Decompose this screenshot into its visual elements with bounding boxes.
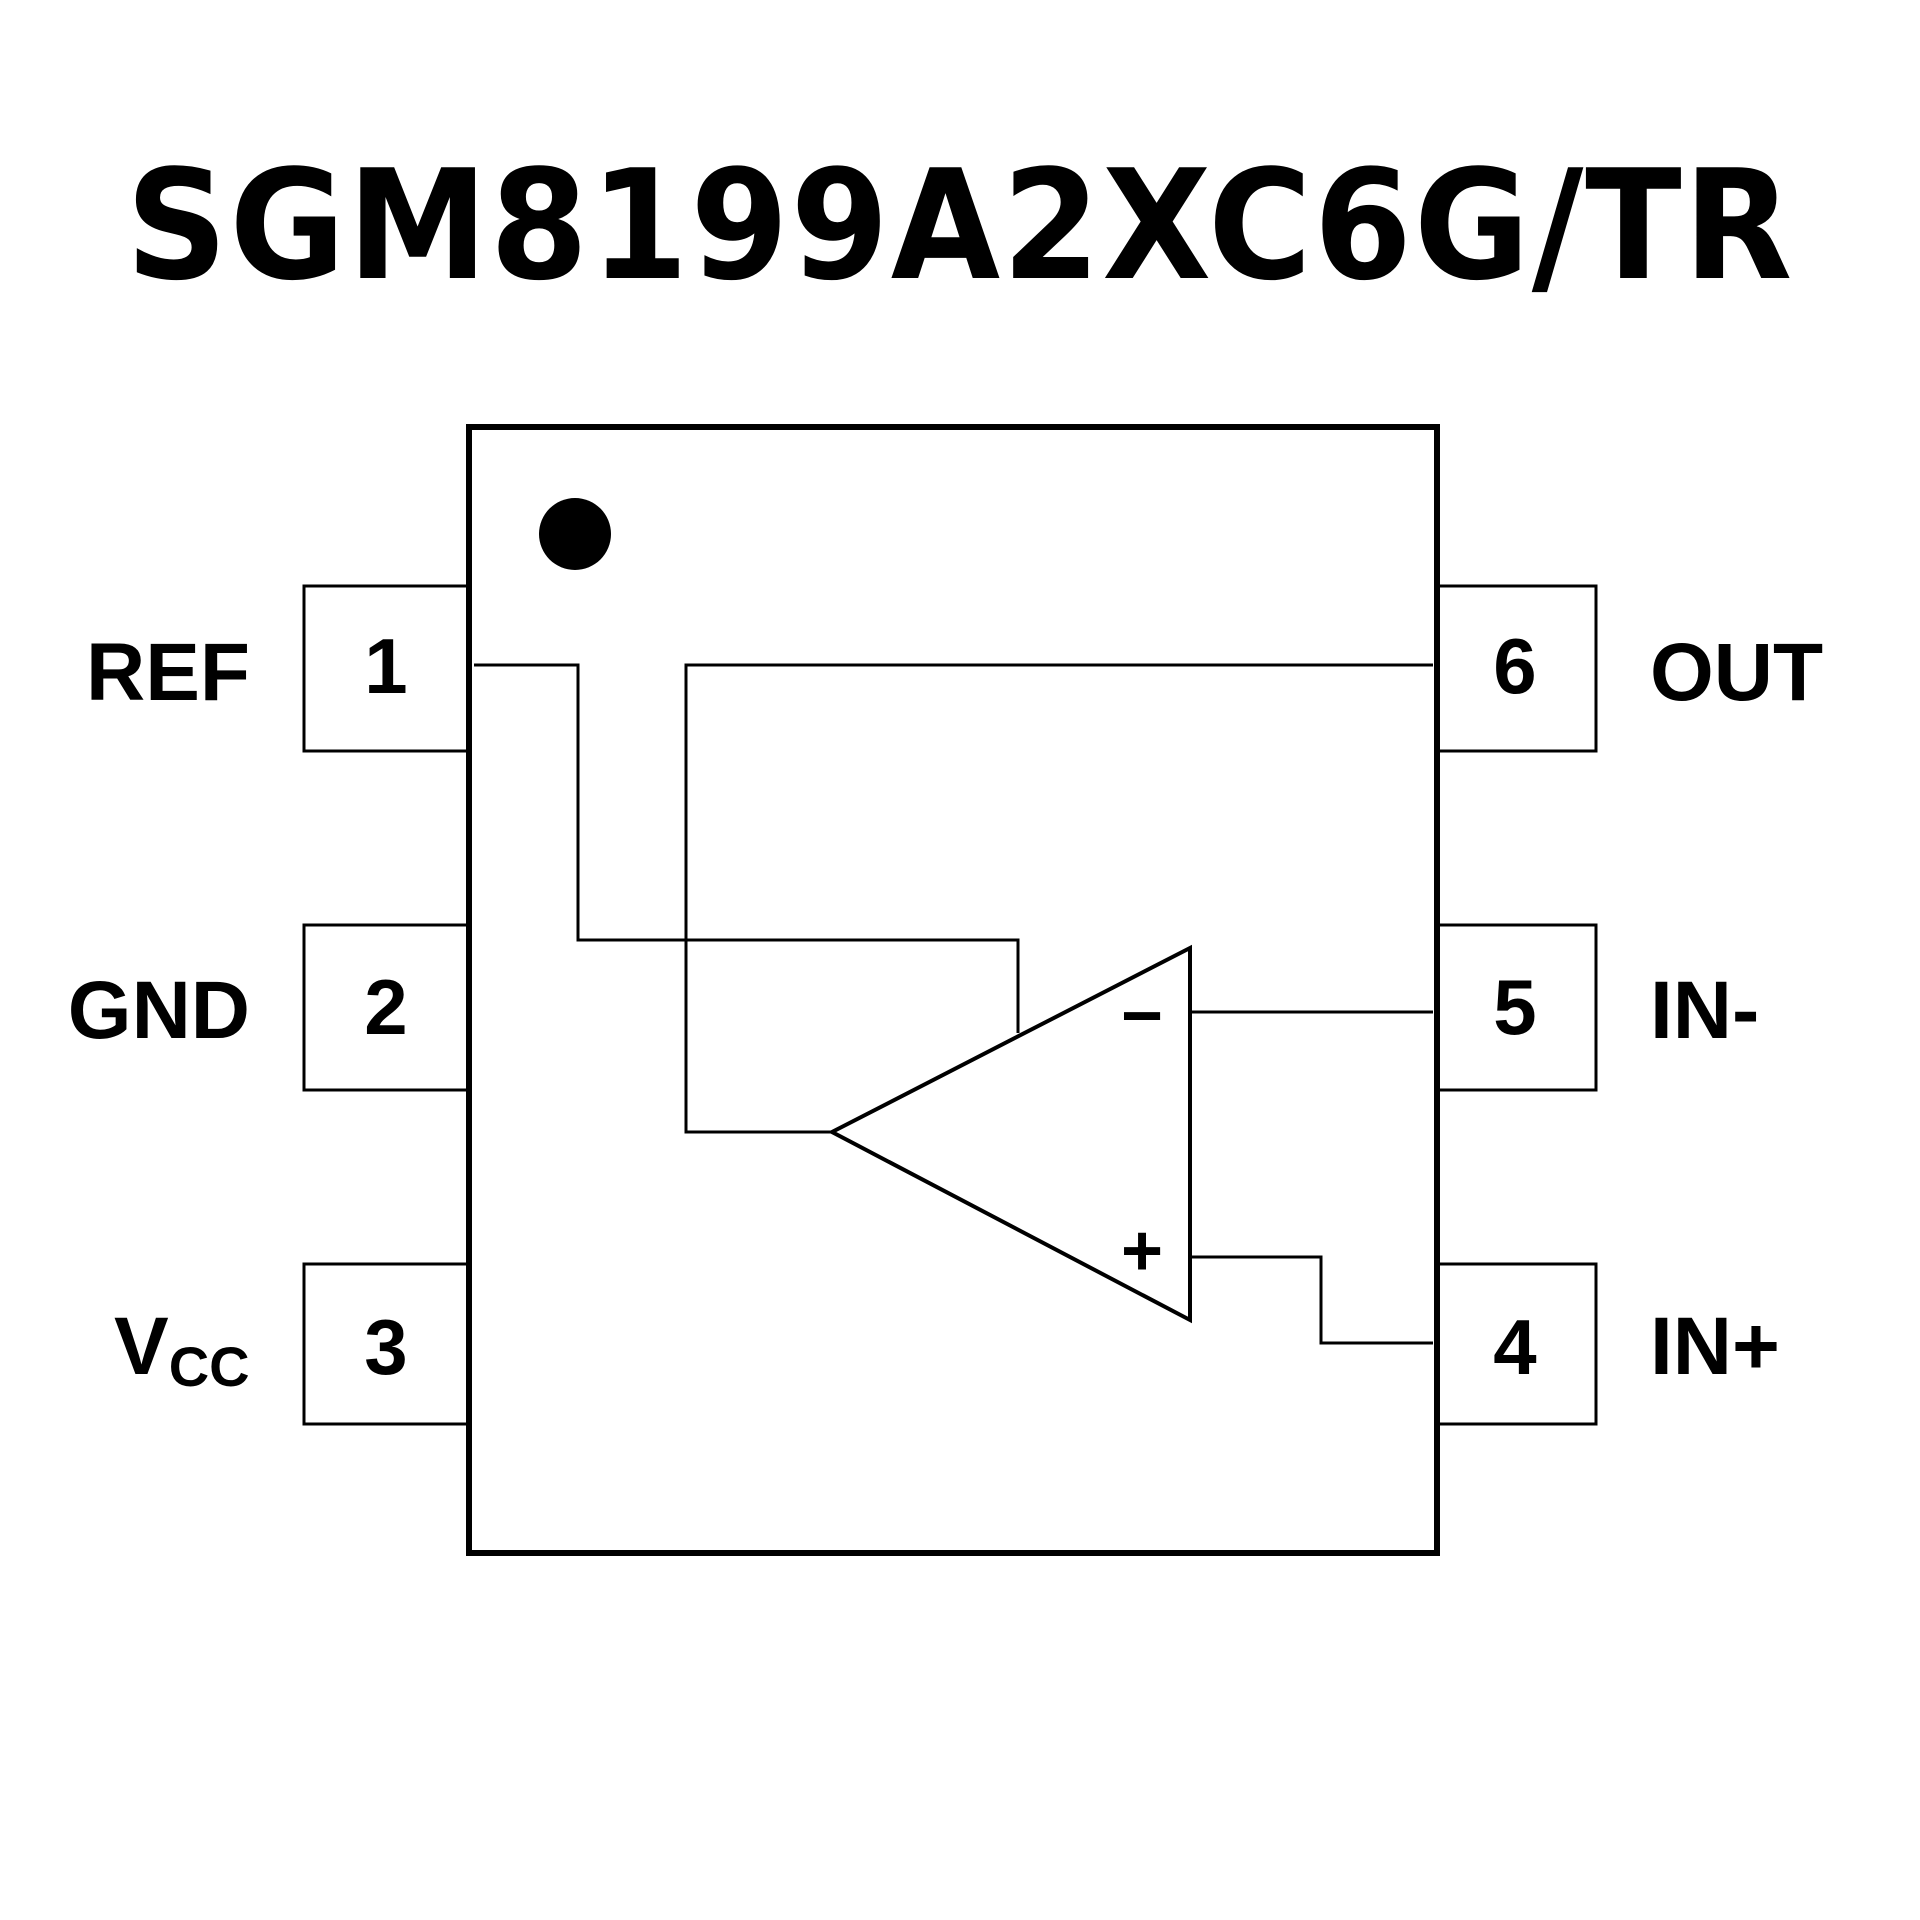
opamp-triangle: [827, 944, 1192, 1324]
pin-1: 1 REF: [86, 584, 469, 753]
pin-label-out: OUT: [1650, 627, 1823, 718]
ref-wire: [474, 663, 1020, 1033]
in-plus-wire: [1190, 1255, 1433, 1345]
opamp-inverting-sign: −: [1121, 976, 1163, 1056]
pin-number-1: 1: [364, 622, 407, 710]
pin-number-3: 3: [364, 1303, 407, 1391]
pin-label-ref: REF: [86, 627, 250, 718]
package-body: [466, 424, 1440, 1556]
pin1-marker-dot: [539, 498, 611, 570]
pin-label-in-plus: IN+: [1650, 1301, 1780, 1392]
part-number-title: SGM8199A2XC6G/TR: [125, 137, 1795, 314]
pin-3: 3 VCC: [114, 1262, 469, 1426]
pin-4: 4 IN+: [1437, 1262, 1780, 1426]
pin-number-5: 5: [1493, 963, 1536, 1051]
opamp-noninverting-sign: +: [1121, 1211, 1163, 1291]
pin-number-6: 6: [1493, 622, 1536, 710]
pin-number-2: 2: [364, 963, 407, 1051]
pin-number-4: 4: [1493, 1303, 1536, 1391]
pin-2: 2 GND: [68, 923, 469, 1092]
pin-5: 5 IN-: [1437, 923, 1759, 1092]
pin-label-gnd: GND: [68, 965, 250, 1056]
pin-label-vcc: VCC: [114, 1301, 250, 1398]
out-feedback-wire: [684, 663, 1433, 1134]
pin-6: 6 OUT: [1437, 584, 1823, 753]
pin-label-in-minus: IN-: [1650, 965, 1759, 1056]
